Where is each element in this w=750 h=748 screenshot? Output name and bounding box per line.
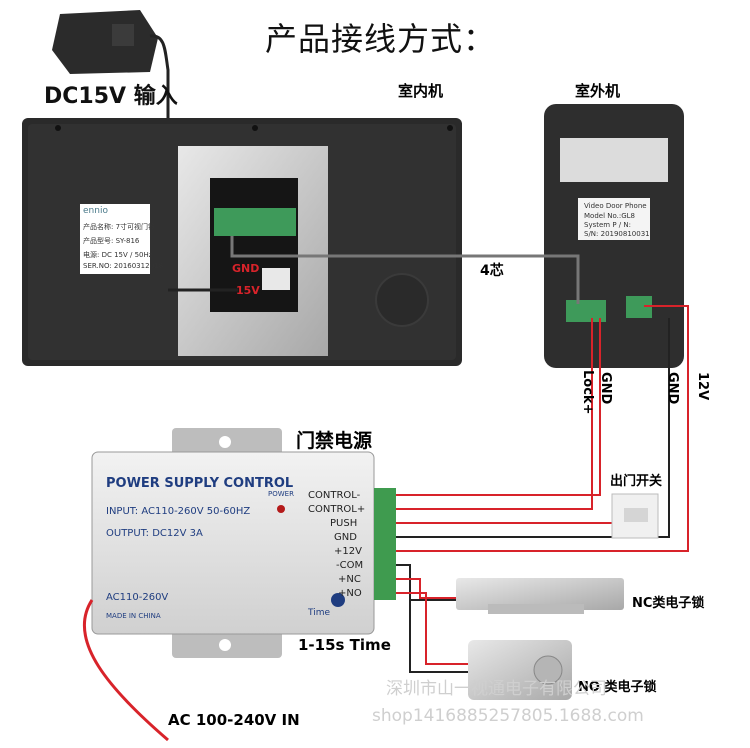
psu-ac-label: AC110-260V (106, 592, 169, 603)
page-title: 产品接线方式： (265, 20, 497, 58)
indoor-brand: ennio (83, 206, 108, 216)
no-lock-label: NO 类电子锁 (578, 680, 657, 695)
wire-count-label: 4芯 (480, 263, 504, 279)
exit-switch (611, 493, 659, 539)
psu-time-knob: Time (308, 608, 331, 618)
nc-lock (456, 578, 624, 614)
indoor-terminal-15v: 15V (236, 284, 260, 297)
psu-heading: POWER SUPPLY CONTROL (106, 476, 294, 491)
dc-input-label: DC15V 输入 (44, 84, 178, 109)
power-supply-box (91, 428, 396, 658)
power-adapter (52, 10, 170, 290)
indoor-unit (22, 118, 462, 366)
indoor-product-name: 产品名称: 7寸可视门铃 (83, 223, 156, 231)
no-lock (468, 640, 572, 700)
indoor-power: 电源: DC 15V / 50Hz (83, 251, 153, 259)
psu-terminal-control-minus: CONTROL- (308, 490, 361, 501)
outdoor-unit-label: 室外机 (575, 82, 621, 100)
psu-terminal-push: PUSH (330, 518, 358, 529)
outdoor-sticker-system: System P / N: (584, 221, 631, 229)
outdoor-terminal-lock: Lock+ (580, 370, 595, 415)
indoor-unit-label: 室内机 (398, 82, 444, 100)
psu-terminal-12v: +12V (334, 546, 362, 557)
psu-wiring (82, 305, 689, 742)
psu-label: 门禁电源 (296, 430, 373, 452)
time-note: 1-15s Time (298, 636, 391, 654)
outdoor-terminal-gnd-b: GND (665, 372, 680, 405)
indoor-serial: SER.NO: 20160312018 (83, 262, 163, 270)
psu-terminal-nc: +NC (338, 574, 361, 585)
outdoor-sticker-sn: S/N: 20190810031 (584, 230, 650, 238)
psu-terminal-no: +NO (338, 588, 362, 599)
psu-power-led: POWER (268, 490, 294, 498)
outdoor-sticker-model: Model No.:GL8 (584, 212, 635, 220)
indoor-model: 产品型号: SY-816 (83, 237, 140, 245)
indoor-terminal-gnd: GND (232, 262, 260, 275)
exit-switch-label: 出门开关 (610, 474, 663, 489)
psu-output: OUTPUT: DC12V 3A (106, 528, 203, 539)
ac-input-label: AC 100-240V IN (168, 711, 300, 729)
watermark-url: shop1416885257805.1688.com (372, 706, 644, 726)
psu-terminal-com: -COM (336, 560, 364, 571)
psu-terminal-gnd: GND (334, 532, 357, 543)
outdoor-terminal-12v: 12V (695, 372, 710, 401)
psu-input: INPUT: AC110-260V 50-60HZ (106, 506, 251, 517)
outdoor-sticker-title: Video Door Phone (584, 202, 647, 210)
wire-4core (230, 236, 580, 304)
psu-terminal-control-plus: CONTROL+ (308, 504, 366, 515)
nc-lock-label: NC类电子锁 (632, 596, 705, 611)
psu-made-in: MADE IN CHINA (106, 612, 161, 620)
watermark-company: 深圳市山一视通电子有限公司 (386, 679, 607, 699)
outdoor-terminal-gnd-a: GND (598, 372, 613, 405)
